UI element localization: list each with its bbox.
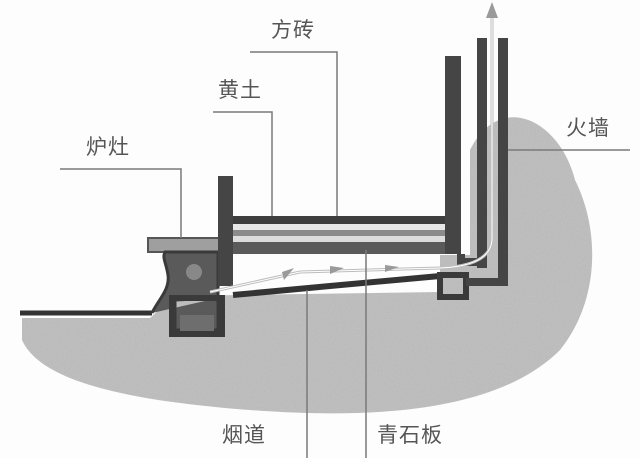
leader-luzao bbox=[60, 168, 182, 238]
leader-lines bbox=[60, 51, 630, 458]
label-luzao: 炉灶 bbox=[86, 135, 130, 159]
leader-fangzhuan bbox=[250, 51, 338, 216]
label-huangtu: 黄土 bbox=[218, 78, 262, 102]
flue-floor bbox=[232, 273, 441, 298]
stove bbox=[147, 237, 227, 337]
ground bbox=[22, 117, 593, 414]
inner-wall bbox=[445, 56, 461, 254]
left-wall bbox=[218, 176, 233, 286]
kang-top bbox=[233, 216, 447, 254]
chimney-left-wall bbox=[477, 38, 487, 268]
label-fangzhuan: 方砖 bbox=[271, 18, 315, 42]
chimney-right-wall bbox=[498, 38, 508, 282]
label-yandao: 烟道 bbox=[222, 423, 266, 447]
smoke-flow-arrow bbox=[209, 2, 498, 294]
label-huoqiang: 火墙 bbox=[566, 116, 610, 140]
leader-huangtu bbox=[213, 111, 273, 216]
label-qingshiban: 青石板 bbox=[377, 423, 443, 447]
